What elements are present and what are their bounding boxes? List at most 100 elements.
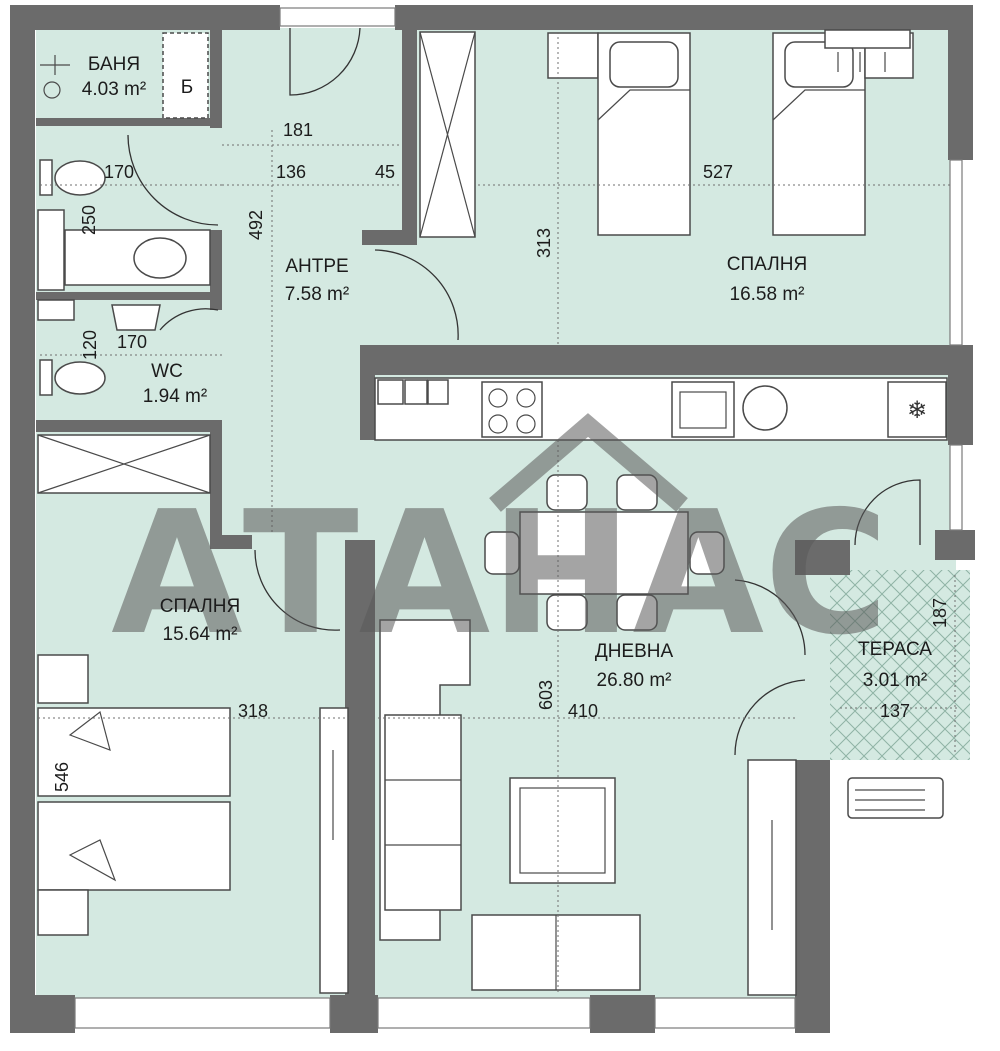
walls	[10, 5, 975, 1033]
wall-west	[10, 5, 35, 1025]
wall-bed2-east	[210, 420, 222, 548]
bedroom2-door	[254, 549, 341, 631]
kitchen-sink-basin	[679, 391, 727, 429]
wall-south-left	[10, 995, 75, 1033]
wardrobe-bed1-cross	[419, 31, 476, 238]
bathroom-area: 4.03 m²	[82, 79, 146, 100]
bathroom-fixtures	[37, 32, 211, 291]
wc-door	[159, 308, 219, 331]
chair-bottom-1	[546, 594, 588, 631]
ac-outdoor-unit	[847, 777, 944, 819]
wall-north-left	[10, 5, 280, 30]
ac-outdoor-grille	[855, 789, 925, 811]
shower-tray	[162, 32, 209, 119]
kitchen-cab-2	[404, 379, 428, 405]
bedroom1-area: 16.58 m²	[730, 284, 805, 305]
snowflake-icon: ❄	[907, 396, 927, 424]
wall-terrace-ne	[935, 530, 975, 560]
wc-area: 1.94 m²	[143, 386, 207, 407]
wall-south-right	[795, 760, 830, 1033]
wardrobe-bed2-cross	[37, 434, 211, 494]
pillow-2-icon	[784, 41, 854, 88]
washer-unit	[37, 209, 65, 291]
toilet-bath-icon	[54, 160, 106, 196]
nightstand-1	[547, 32, 599, 79]
dim-120: 120	[80, 330, 100, 360]
bedroom2-furniture	[37, 654, 231, 936]
ac-airflow-icon	[837, 52, 886, 72]
dim-170-top: 170	[104, 162, 134, 182]
kitchen-cab-3	[427, 379, 449, 405]
wall-south-mid	[330, 995, 378, 1033]
dim-187: 187	[930, 598, 950, 628]
wall-hall-jog	[362, 230, 417, 245]
dim-603: 603	[536, 680, 556, 710]
terrace-name: ТЕРАСА	[858, 639, 932, 660]
coffee-table-inner	[519, 787, 606, 874]
wall-wc-east	[210, 230, 222, 310]
bedroom2-area: 15.64 m²	[163, 624, 238, 645]
bed-3	[37, 707, 231, 797]
burner-1-icon	[488, 388, 508, 408]
wall-east-top	[948, 5, 973, 160]
hall-name: АНТРЕ	[285, 256, 348, 277]
dim-181: 181	[283, 120, 313, 140]
window-bed2	[74, 997, 331, 1029]
wall-wc-north	[36, 292, 216, 300]
wall-bed1-south	[360, 345, 950, 375]
bedroom1-furniture	[547, 29, 914, 236]
wall-wc-south	[36, 420, 216, 432]
floor-terrace	[830, 570, 970, 760]
burner-4-icon	[516, 414, 536, 434]
living-area: 26.80 m²	[597, 670, 672, 691]
tv-stand-bed2	[319, 707, 349, 994]
doors	[127, 27, 921, 756]
wc-sink-icon	[111, 304, 161, 331]
wall-hall-east	[402, 28, 417, 243]
dim-546: 546	[52, 762, 72, 792]
window-bed1	[949, 159, 963, 346]
dim-313: 313	[534, 228, 554, 258]
faucet-icon	[40, 55, 70, 75]
burner-3-icon	[488, 414, 508, 434]
wall-terrace-nw	[795, 540, 850, 575]
wall-bed2-corner	[210, 535, 252, 549]
chair-right	[689, 531, 725, 575]
wall-living-west	[345, 540, 375, 995]
bathroom-name: БАНЯ	[88, 54, 140, 75]
sofa	[384, 714, 462, 911]
toilet-tank-wc	[39, 359, 53, 396]
dim-136: 136	[276, 162, 306, 182]
wc-name: WC	[151, 361, 183, 382]
wall-bath-south	[36, 118, 216, 126]
wardrobes	[37, 31, 476, 494]
pillow-1-icon	[609, 41, 679, 88]
room-labels: БАНЯ 4.03 m² Б АНТРЕ 7.58 m² СПАЛНЯ 16.5…	[82, 54, 932, 691]
watermark-roof-icon	[489, 413, 688, 512]
watermark-text: АТАНАС	[111, 475, 889, 673]
toilet-tank-bath	[39, 159, 53, 196]
dim-170-wc: 170	[117, 332, 147, 352]
burner-2-icon	[516, 388, 536, 408]
dim-250: 250	[79, 205, 99, 235]
window-living	[377, 997, 591, 1029]
terrace-door-left2	[734, 679, 806, 756]
dimension-lines	[38, 32, 960, 995]
dim-318: 318	[238, 701, 268, 721]
dim-492: 492	[246, 210, 266, 240]
wall-north-right	[395, 5, 970, 30]
boiler-mark: Б	[181, 77, 193, 98]
fridge	[887, 381, 947, 438]
living-furniture	[319, 619, 944, 996]
blanket-fold-4	[68, 839, 117, 882]
air-conditioner-bed1	[824, 29, 911, 49]
kitchen-counter	[374, 377, 948, 441]
windows	[74, 7, 963, 1029]
blanket-fold-1	[597, 89, 690, 121]
bathroom-door	[127, 134, 219, 226]
kitchen-cab-1	[377, 379, 404, 405]
terrace-door-upper	[854, 479, 921, 546]
blanket-fold-2	[772, 89, 865, 121]
dim-410: 410	[568, 701, 598, 721]
